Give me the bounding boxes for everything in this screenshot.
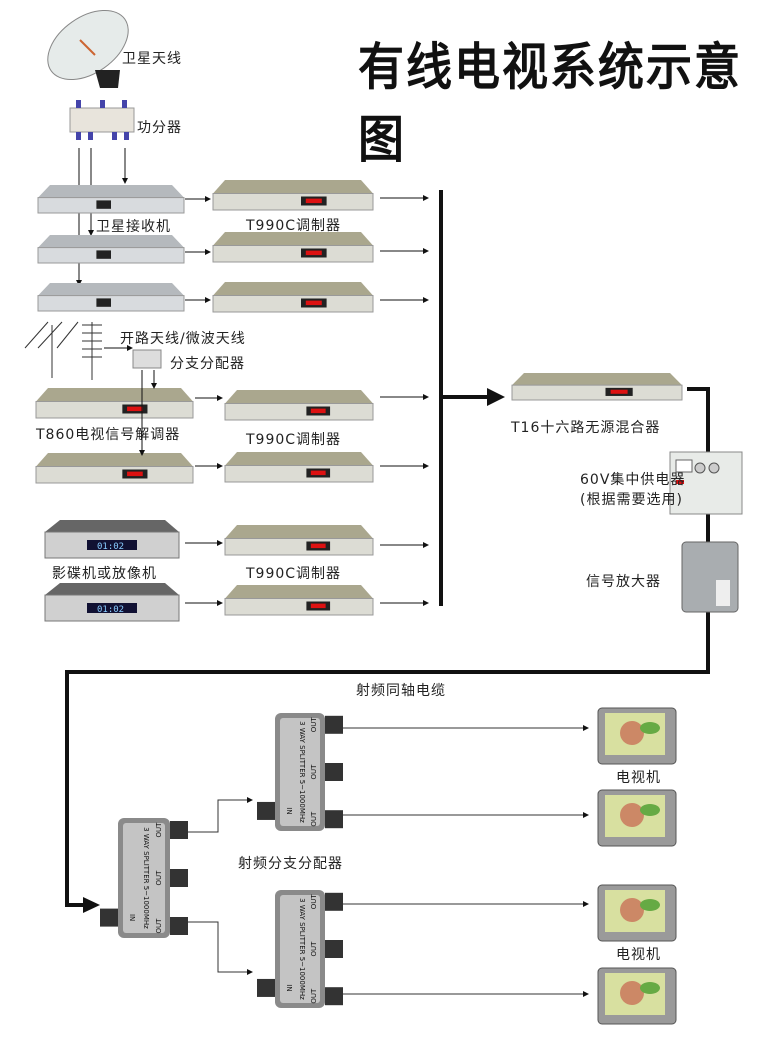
label-tv-1: 电视机 <box>616 770 661 786</box>
modulator-device <box>224 525 374 556</box>
out-label: OUT <box>155 870 163 886</box>
label-rf-splitter: 射频分支分配器 <box>238 856 343 872</box>
satellite-receiver-device <box>37 235 185 264</box>
demodulator-device <box>35 453 194 484</box>
power-supply-icon <box>669 451 743 515</box>
splitter-model-text: 3 WAY SPLITTER 5~1000MHz <box>298 721 306 823</box>
modulator-device <box>212 282 374 313</box>
demodulator-device <box>35 388 194 419</box>
label-power-supply-note: (根据需要选用) <box>580 492 683 508</box>
label-branch-splitter: 分支分配器 <box>170 356 245 372</box>
satellite-receiver-device <box>37 185 185 214</box>
terrestrial-antenna-icon <box>24 321 102 380</box>
out-port <box>170 917 188 935</box>
dvd-display: 01:02 <box>97 542 124 552</box>
dvd-player-device: 01:02 <box>44 583 180 622</box>
out-label: OUT <box>155 822 163 838</box>
out-port <box>325 763 343 781</box>
out-label: OUT <box>155 918 163 934</box>
splitter-model-text: 3 WAY SPLITTER 5~1000MHz <box>142 827 150 929</box>
modulator-device <box>224 452 374 483</box>
label-tv-2: 电视机 <box>616 947 661 963</box>
label-mixer: T16十六路无源混合器 <box>511 420 661 436</box>
amplifier-icon <box>681 541 739 613</box>
dvd-display: 01:02 <box>97 605 124 615</box>
modulator-device <box>224 390 374 421</box>
in-port <box>100 908 118 927</box>
in-port <box>257 978 275 997</box>
label-modulator-1: T990C调制器 <box>246 218 342 234</box>
label-power-divider: 功分器 <box>137 120 182 136</box>
label-terrestrial-antenna: 开路天线/微波天线 <box>120 331 246 347</box>
label-dvd-player: 影碟机或放像机 <box>52 566 157 582</box>
out-port <box>170 869 188 887</box>
tv-icon <box>597 789 677 847</box>
satellite-receiver-device <box>37 283 185 312</box>
modulator-device <box>212 232 374 263</box>
label-amplifier: 信号放大器 <box>586 574 661 590</box>
tv-icon <box>597 707 677 765</box>
label-power-supply: 60V集中供电器 <box>580 472 686 488</box>
out-port <box>325 987 343 1006</box>
power-divider-icon <box>69 100 135 140</box>
label-coax-cable: 射频同轴电缆 <box>356 683 446 699</box>
out-label: OUT <box>310 894 318 910</box>
out-label: OUT <box>310 941 318 957</box>
satellite-dish-icon <box>47 9 129 88</box>
out-label: OUT <box>310 988 318 1004</box>
page-title: 有线电视系统示意图 <box>358 37 742 170</box>
label-modulator-3: T990C调制器 <box>246 566 342 582</box>
in-port <box>257 801 275 820</box>
out-label: OUT <box>310 764 318 780</box>
in-label: IN <box>285 984 293 991</box>
label-modulator-2: T990C调制器 <box>246 432 342 448</box>
label-demodulator: T860电视信号解调器 <box>36 427 181 443</box>
modulator-device <box>212 180 374 211</box>
label-satellite-receiver: 卫星接收机 <box>96 219 171 235</box>
coax-trunk-line <box>65 387 710 907</box>
label-satellite-dish: 卫星天线 <box>122 51 182 67</box>
tv-icon <box>597 884 677 942</box>
mixer-device <box>511 373 683 401</box>
out-port <box>325 892 343 911</box>
modulator-device <box>224 585 374 616</box>
out-port <box>170 821 188 839</box>
splitter-model-text: 3 WAY SPLITTER 5~1000MHz <box>298 898 306 1000</box>
out-label: OUT <box>310 717 318 733</box>
in-label: IN <box>128 914 136 921</box>
out-port <box>325 715 343 734</box>
dvd-player-device: 01:02 <box>44 520 180 559</box>
out-port <box>325 940 343 958</box>
in-label: IN <box>285 807 293 814</box>
tv-icon <box>597 967 677 1025</box>
branch-splitter-icon <box>132 349 162 369</box>
out-port <box>325 810 343 829</box>
out-label: OUT <box>310 811 318 827</box>
